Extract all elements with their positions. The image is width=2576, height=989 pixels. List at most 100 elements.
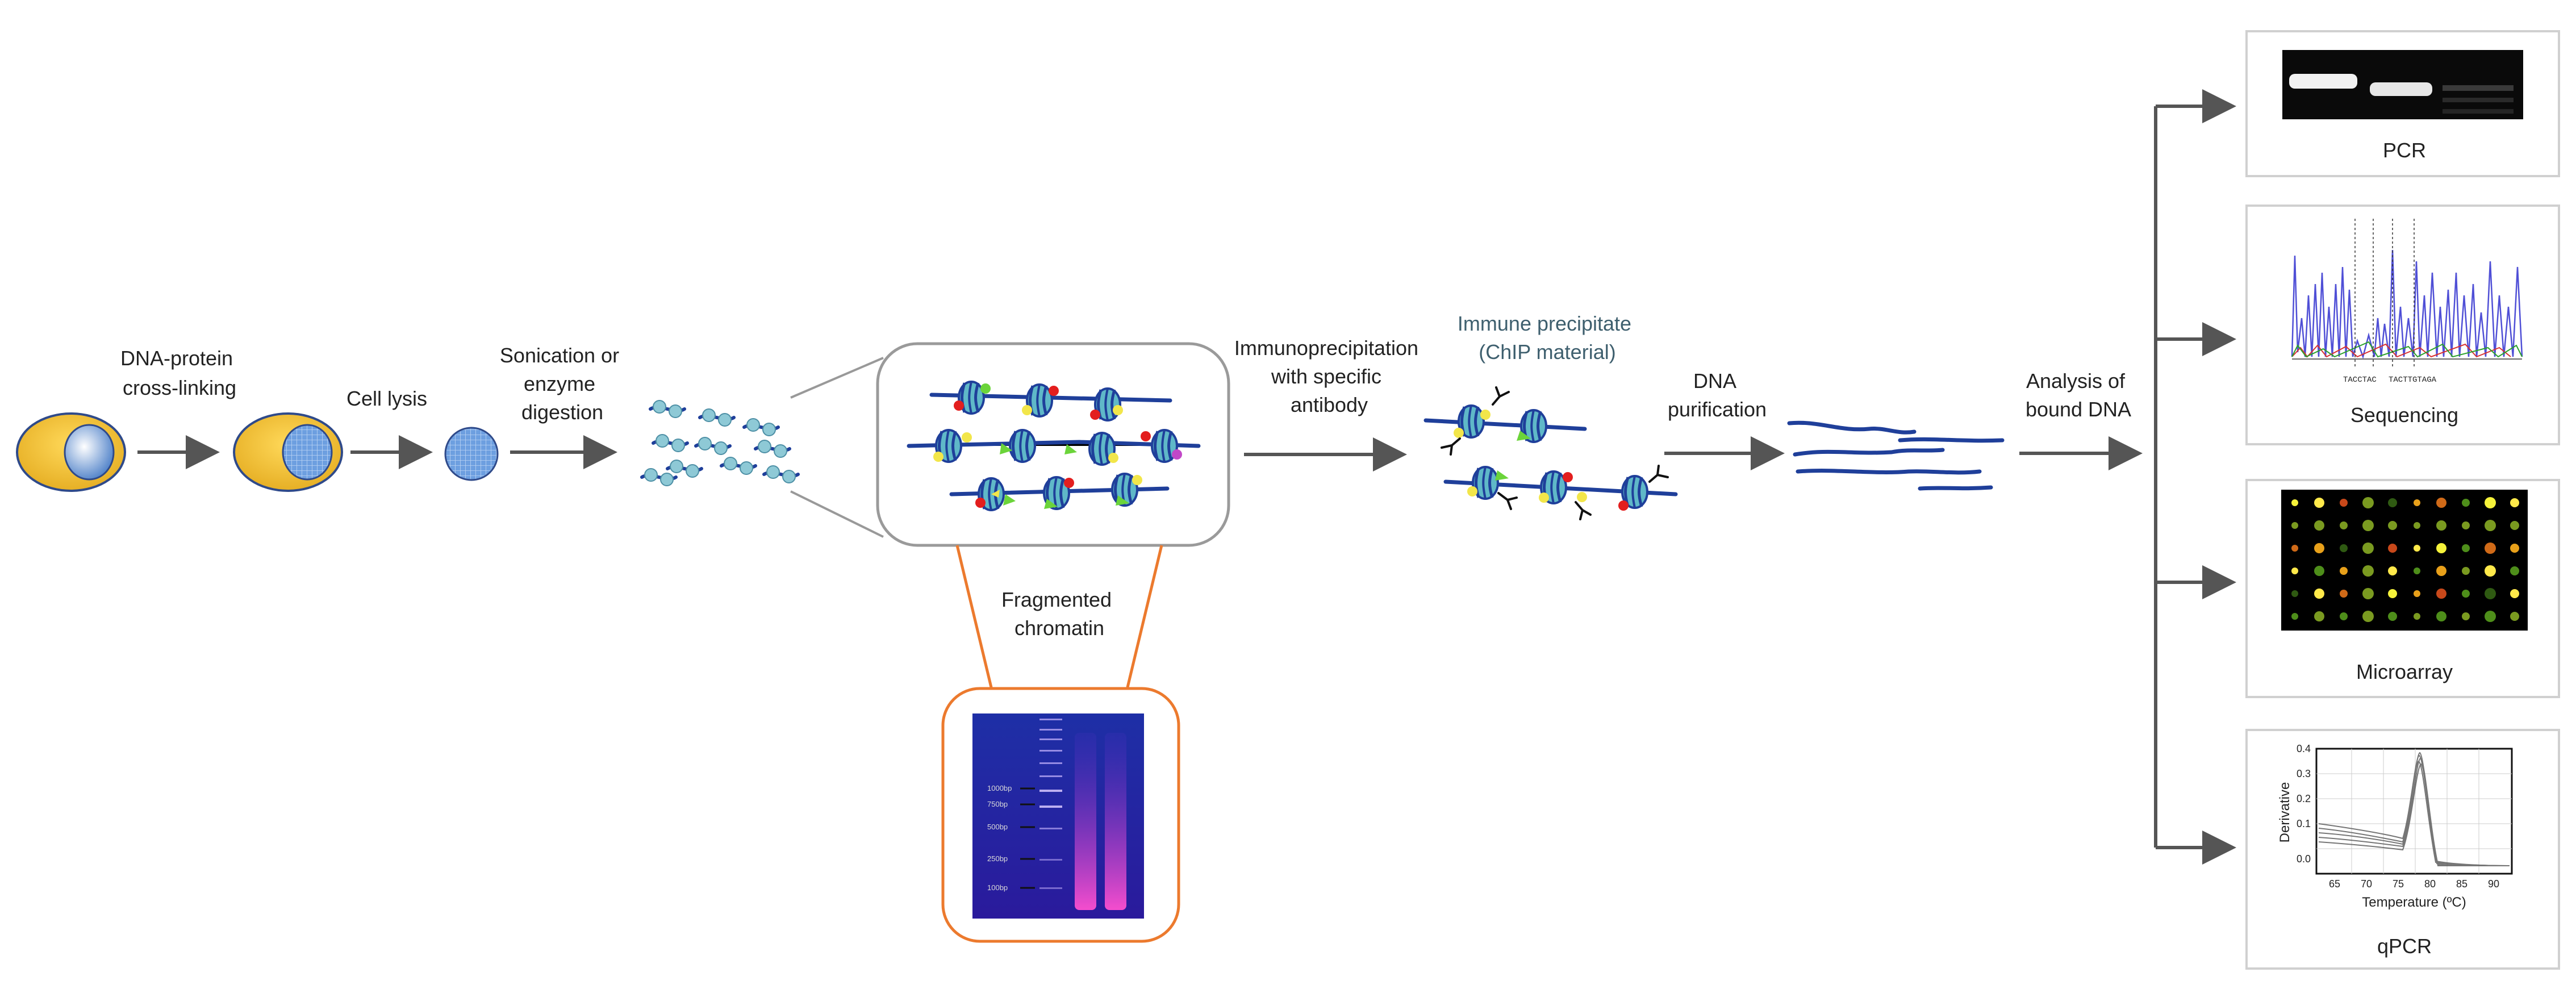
microarray-spot <box>2388 544 2397 553</box>
microarray-spot <box>2414 545 2420 552</box>
microarray-spot <box>2436 589 2446 599</box>
microarray-spot <box>2462 567 2470 575</box>
microarray-spot <box>2436 520 2446 531</box>
microarray-spot <box>2414 499 2420 506</box>
microarray-spot <box>2314 520 2324 531</box>
sequencing-chromatogram: TACCTAC TACTTGTAGA <box>2291 219 2523 385</box>
gel-ladder-labels: 1000bp 750bp 500bp 250bp 100bp <box>987 784 1035 892</box>
immune-precipitate <box>1423 386 1678 520</box>
microarray-spot <box>2362 543 2374 554</box>
microarray-spot <box>2510 589 2519 598</box>
svg-text:0.0: 0.0 <box>2297 853 2311 865</box>
qpcr-y-ticks: 0.4 0.3 0.2 0.1 0.0 <box>2297 743 2311 865</box>
microarray-spot <box>2314 566 2324 576</box>
svg-text:0.1: 0.1 <box>2297 818 2311 829</box>
microarray-spot <box>2485 497 2496 508</box>
svg-text:0.3: 0.3 <box>2297 768 2311 779</box>
microarray-spot <box>2510 566 2519 575</box>
fragmented-chromatin-label: Fragmented chromatin <box>1001 588 1117 640</box>
microarray-spot <box>2462 499 2470 507</box>
released-nucleus <box>444 427 499 481</box>
microarray-spot <box>2414 613 2420 620</box>
microarray-spot <box>2436 498 2446 508</box>
purified-dna <box>1787 420 2005 491</box>
sample-lane-2 <box>1105 733 1126 910</box>
microarray-spot <box>2414 522 2420 529</box>
microarray-spots <box>2291 497 2519 622</box>
analysis-label: Analysis of bound DNA <box>2026 369 2131 421</box>
microarray-spot <box>2436 543 2446 553</box>
fragmented-chromatin-zoom <box>876 342 1230 547</box>
microarray-spot <box>2462 544 2470 552</box>
ladder-lane <box>1039 719 1062 889</box>
qpcr-x-axis-label: Temperature (ºC) <box>2362 895 2466 910</box>
intact-cell <box>16 412 126 492</box>
microarray-spot <box>2388 498 2397 507</box>
microarray-spot <box>2414 590 2420 597</box>
agarose-gel-image: 1000bp 750bp 500bp 250bp 100bp <box>941 687 1180 943</box>
microarray-spot <box>2462 521 2470 529</box>
microarray-spot <box>2291 545 2298 552</box>
microarray-spot <box>2314 589 2324 599</box>
sequence-read-2: TACTTGTAGA <box>2389 375 2437 385</box>
microarray-spot <box>2510 521 2519 530</box>
svg-text:80: 80 <box>2424 878 2436 890</box>
microarray-spot <box>2485 565 2496 577</box>
svg-text:65: 65 <box>2329 878 2340 890</box>
microarray-spot <box>2388 589 2397 598</box>
microarray-spot <box>2362 520 2374 531</box>
microarray-spot <box>2314 498 2324 508</box>
svg-text:70: 70 <box>2361 878 2372 890</box>
microarray-spot <box>2340 499 2348 507</box>
microarray-spot <box>2436 611 2446 621</box>
microarray-spot <box>2485 543 2496 554</box>
microarray-spot <box>2362 497 2374 508</box>
lysis-label: Cell lysis <box>346 387 427 410</box>
svg-text:1000bp: 1000bp <box>987 784 1012 792</box>
microarray-label: Microarray <box>2356 660 2453 683</box>
microarray-spot <box>2485 588 2496 599</box>
microarray-spot <box>2314 543 2324 553</box>
zoom-line-top <box>790 357 884 399</box>
microarray-spot <box>2414 567 2420 574</box>
microarray-spot <box>2291 522 2298 529</box>
microarray-spot <box>2291 567 2298 574</box>
microarray-spot <box>2314 611 2324 621</box>
microarray-spot <box>2510 544 2519 553</box>
sequence-read-1: TACCTAC <box>2343 375 2377 385</box>
microarray-spot <box>2388 521 2397 530</box>
crosslinking-label: DNA-protein cross-linking <box>120 347 239 399</box>
qpcr-melt-curve: 0.4 0.3 0.2 0.1 0.0 65 70 75 80 85 90 Te… <box>2277 743 2513 910</box>
sequencing-label: Sequencing <box>2350 403 2458 427</box>
branch-arrows <box>2154 89 2236 865</box>
pcr-panel: PCR <box>2245 30 2560 177</box>
immunoprecipitation-label: Immunoprecipitation with specific antibo… <box>1234 336 1424 416</box>
qpcr-panel: 0.4 0.3 0.2 0.1 0.0 65 70 75 80 85 90 Te… <box>2245 729 2560 970</box>
svg-text:250bp: 250bp <box>987 854 1008 863</box>
histone-marks <box>933 383 1182 509</box>
microarray-spot <box>2362 611 2374 622</box>
qpcr-y-axis-label: Derivative <box>2277 782 2293 843</box>
pcr-band-1 <box>2289 74 2357 89</box>
crosslinked-cell <box>233 412 343 492</box>
microarray-spot <box>2462 590 2470 598</box>
svg-text:85: 85 <box>2456 878 2468 890</box>
microarray-panel: Microarray <box>2245 479 2560 698</box>
svg-text:0.2: 0.2 <box>2297 793 2311 804</box>
microarray-spot <box>2362 565 2374 577</box>
microarray-spot <box>2462 612 2470 620</box>
microarray-spot <box>2388 612 2397 621</box>
sequencing-panel: TACCTAC TACTTGTAGA Sequencing <box>2245 205 2560 445</box>
microarray-spot <box>2510 612 2519 621</box>
pcr-label: PCR <box>2383 139 2426 162</box>
funnel-left <box>955 545 993 688</box>
microarray-spot <box>2388 566 2397 575</box>
svg-text:0.4: 0.4 <box>2297 743 2311 754</box>
antibody-icons <box>1441 386 1669 520</box>
microarray-spot <box>2510 498 2519 507</box>
qpcr-label: qPCR <box>2377 934 2432 958</box>
svg-text:90: 90 <box>2488 878 2499 890</box>
svg-text:75: 75 <box>2393 878 2404 890</box>
svg-text:100bp: 100bp <box>987 883 1008 892</box>
